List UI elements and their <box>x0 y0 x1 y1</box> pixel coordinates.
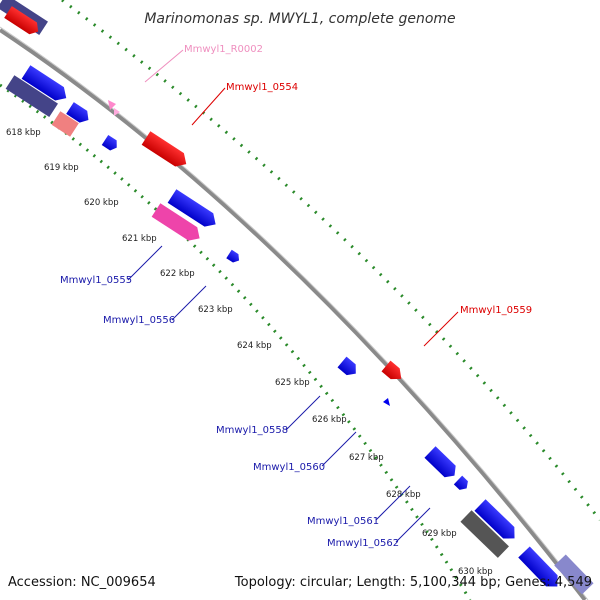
leader-line <box>171 285 207 321</box>
inner-dotted-ring <box>0 83 472 600</box>
tick-label: 620 kbp <box>84 198 119 208</box>
genome-backbone-shade <box>0 26 589 600</box>
gene-arrow-blue-0560 <box>383 398 390 406</box>
leader-line <box>191 87 226 126</box>
gene-arrow-red-0559 <box>381 360 402 380</box>
gene-arrow-dark-2 <box>5 75 58 118</box>
tick-label: 625 kbp <box>275 378 310 388</box>
outer-tick-ring <box>72 0 600 500</box>
tick-label: 623 kbp <box>198 305 233 315</box>
leader-line <box>423 311 459 347</box>
gene-arrow-pink-left <box>51 111 79 137</box>
leader-line <box>144 49 184 83</box>
gene-arrow-dark-bottom <box>554 554 594 595</box>
tick-label: 630 kbp <box>458 567 493 577</box>
gene-arrow-blue-0561a <box>424 446 456 478</box>
tick-label: 622 kbp <box>160 269 195 279</box>
gene-arrow-blue-0556 <box>226 249 240 263</box>
gene-arrow-blue-small-2 <box>101 134 117 151</box>
gene-arrow-blue-0562 <box>474 499 515 539</box>
outer-dotted-ring <box>61 0 600 521</box>
tick-label: 626 kbp <box>312 415 347 425</box>
leader-line <box>127 245 163 281</box>
gene-label-0559[interactable]: Mmwyl1_0559 <box>460 305 532 316</box>
gene-arrow-red-0554 <box>141 131 187 167</box>
gene-arrow-blue-top <box>21 65 67 101</box>
tick-label: 621 kbp <box>122 234 157 244</box>
gene-arrow-red-top <box>4 6 39 35</box>
gene-label-0555[interactable]: Mmwyl1_0555 <box>60 275 132 286</box>
gene-label-0562[interactable]: Mmwyl1_0562 <box>327 538 399 549</box>
tick-label: 627 kbp <box>349 453 384 463</box>
tick-label: 629 kbp <box>422 529 457 539</box>
topology-text: Topology: circular; Length: 5,100,344 bp… <box>234 575 592 590</box>
tick-label: 618 kbp <box>6 128 41 138</box>
leader-line <box>375 485 411 521</box>
genome-backbone <box>0 28 587 600</box>
gene-label-0558[interactable]: Mmwyl1_0558 <box>216 425 288 436</box>
gene-arrow-blue-bottom <box>518 546 558 587</box>
rna-marker-r0002 <box>108 100 120 116</box>
gene-label-0560[interactable]: Mmwyl1_0560 <box>253 462 325 473</box>
leader-line <box>395 507 431 543</box>
gene-block-gray <box>460 510 509 558</box>
gene-arrow-blue-small-1 <box>66 102 89 123</box>
leader-line <box>285 395 321 431</box>
gene-arrow-blue-0555a <box>167 189 216 227</box>
tick-label: 624 kbp <box>237 341 272 351</box>
gene-arrow-magenta-0555 <box>151 203 200 241</box>
gene-label-r0002[interactable]: Mmwyl1_R0002 <box>184 44 263 55</box>
gene-label-0554[interactable]: Mmwyl1_0554 <box>226 82 298 93</box>
tick-label: 628 kbp <box>386 490 421 500</box>
gene-arrow-blue-0558 <box>337 356 356 376</box>
map-title: Marinomonas sp. MWYL1, complete genome <box>144 11 455 27</box>
accession-text: Accession: NC_009654 <box>8 575 156 590</box>
tick-label: 619 kbp <box>44 163 79 173</box>
leader-line <box>321 431 357 467</box>
gene-label-0556[interactable]: Mmwyl1_0556 <box>103 315 175 326</box>
gene-label-0561[interactable]: Mmwyl1_0561 <box>307 516 379 527</box>
gene-arrow-blue-0561b <box>453 475 468 490</box>
